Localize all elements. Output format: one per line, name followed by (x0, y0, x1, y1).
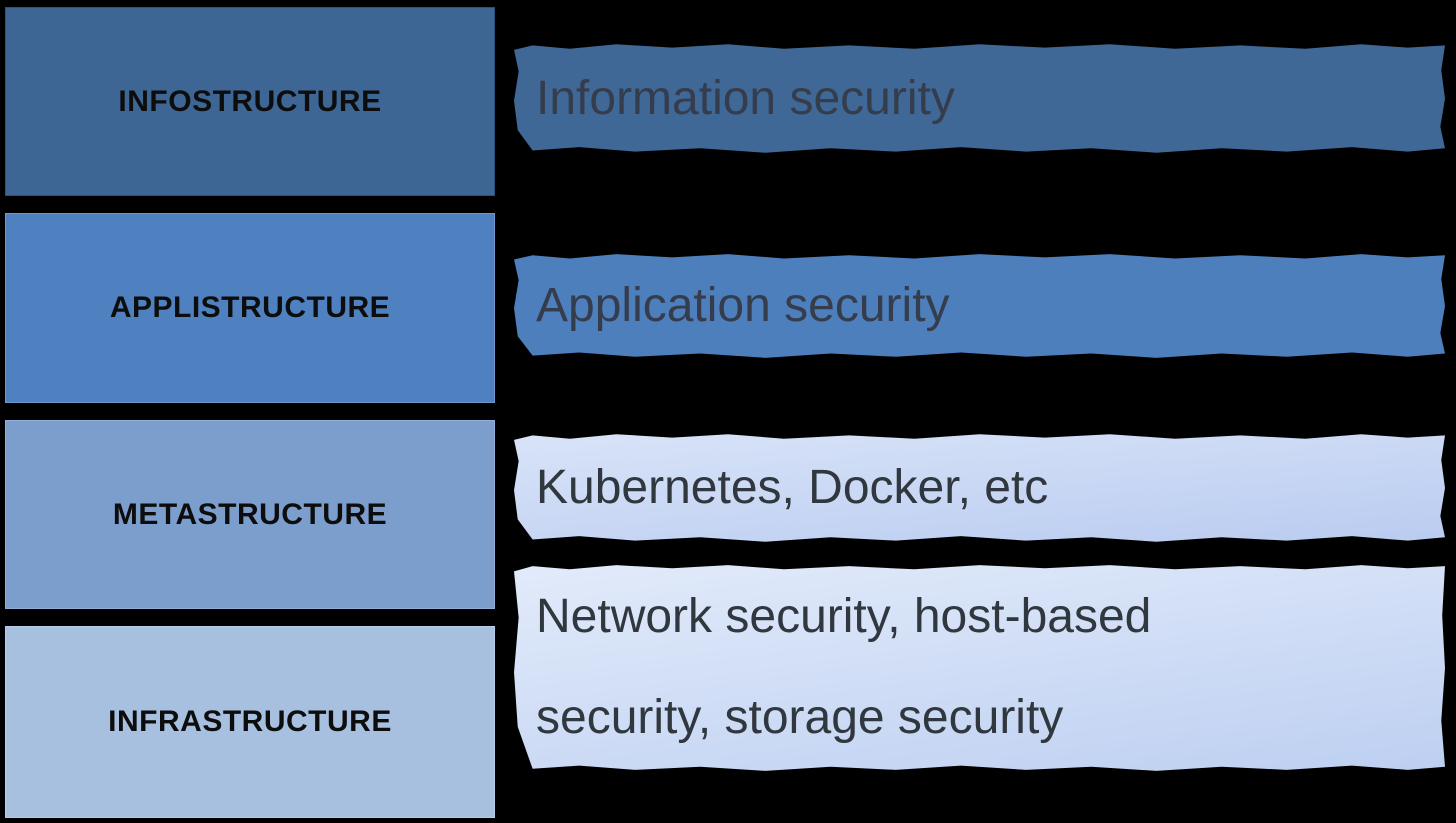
layer-box-infostructure: INFOSTRUCTURE (5, 7, 495, 196)
description-text-network-host-storage-security: Network security, host-based security, s… (536, 590, 1152, 744)
layer-box-metastructure: METASTRUCTURE (5, 420, 495, 609)
description-box-application-security: Application security (514, 254, 1445, 358)
layer-label-infostructure: INFOSTRUCTURE (118, 84, 382, 118)
layer-label-applistructure: APPLISTRUCTURE (109, 291, 391, 324)
description-box-kubernetes-docker: Kubernetes, Docker, etc (514, 434, 1445, 542)
description-box-network-host-storage-security: Network security, host-based security, s… (514, 565, 1445, 771)
description-text-kubernetes-docker: Kubernetes, Docker, etc (536, 461, 1049, 514)
description-text-information-security: Information security (536, 71, 955, 125)
description-box-information-security: Information security (514, 44, 1445, 153)
description-text-application-security: Application security (536, 279, 950, 332)
layer-box-infrastructure: INFRASTRUCTURE (5, 626, 495, 818)
layer-box-applistructure: APPLISTRUCTURE (5, 213, 495, 403)
layer-label-infrastructure: INFRASTRUCTURE (108, 705, 392, 738)
layer-label-metastructure: METASTRUCTURE (112, 497, 388, 531)
